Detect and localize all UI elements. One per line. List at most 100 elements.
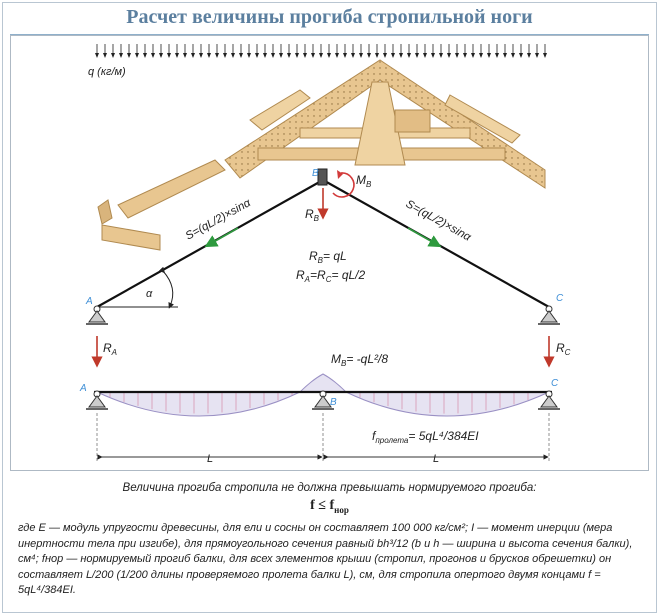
load-arrow-head bbox=[127, 53, 131, 58]
load-arrow-head bbox=[319, 53, 323, 58]
load-arrow-head bbox=[495, 53, 499, 58]
load-arrow-head bbox=[383, 53, 387, 58]
load-arrow-head bbox=[367, 53, 371, 58]
footnote-text: где E — модуль упругости древесины, для … bbox=[18, 522, 633, 596]
beam-support-c bbox=[538, 390, 560, 410]
load-arrow-head bbox=[471, 53, 475, 58]
point-c-label: C bbox=[556, 293, 564, 304]
force-left-arrow bbox=[204, 227, 239, 248]
reaction-a-label: RA bbox=[103, 341, 117, 357]
beam-support-a bbox=[86, 390, 108, 410]
load-arrow-head bbox=[255, 53, 259, 58]
load-arrow-head bbox=[167, 53, 171, 58]
title-divider bbox=[10, 34, 649, 35]
load-arrow-head bbox=[135, 53, 139, 58]
roof-truss-illustration bbox=[97, 59, 546, 251]
rafter-diagram: q (кг/м) B MB RB RB= qL RA=RC= qL/2 S=(q… bbox=[79, 44, 571, 465]
load-arrow-head bbox=[175, 53, 179, 58]
load-arrow-head bbox=[351, 53, 355, 58]
moment-arrow-head bbox=[337, 170, 343, 179]
equation-ra-rc: RA=RC= qL/2 bbox=[296, 268, 366, 284]
load-arrow-head bbox=[303, 53, 307, 58]
load-arrow-head bbox=[455, 53, 459, 58]
formula-subscript: нор bbox=[334, 504, 349, 515]
load-arrow-head bbox=[311, 53, 315, 58]
load-arrow-head bbox=[535, 53, 539, 58]
load-arrow-head bbox=[415, 53, 419, 58]
load-arrow-head bbox=[479, 53, 483, 58]
load-arrow-head bbox=[231, 53, 235, 58]
span-left-label: L bbox=[207, 453, 213, 465]
load-arrow-head bbox=[519, 53, 523, 58]
beam-point-a-label: A bbox=[79, 383, 87, 394]
load-arrow-head bbox=[511, 53, 515, 58]
load-arrow-head bbox=[287, 53, 291, 58]
load-arrow-head bbox=[327, 53, 331, 58]
load-arrow-head bbox=[215, 53, 219, 58]
equation-rb: RB= qL bbox=[309, 249, 347, 265]
load-arrow-head bbox=[159, 53, 163, 58]
load-arrow-head bbox=[399, 53, 403, 58]
load-arrow-head bbox=[375, 53, 379, 58]
load-arrow-head bbox=[151, 53, 155, 58]
point-b-label: B bbox=[312, 168, 319, 179]
load-arrow-head bbox=[407, 53, 411, 58]
reaction-c-label: RC bbox=[556, 341, 571, 357]
load-arrow-head bbox=[543, 53, 547, 58]
limit-formula: f ≤ fнор bbox=[0, 498, 659, 515]
diagram-frame bbox=[10, 35, 649, 471]
load-arrow-head bbox=[359, 53, 363, 58]
load-arrow-head bbox=[431, 53, 435, 58]
distributed-load-arrows bbox=[95, 44, 547, 58]
load-arrow-head bbox=[207, 53, 211, 58]
load-arrow-head bbox=[527, 53, 531, 58]
load-arrow-head bbox=[199, 53, 203, 58]
angle-label: α bbox=[146, 288, 153, 300]
load-arrow-head bbox=[143, 53, 147, 58]
load-arrow-head bbox=[119, 53, 123, 58]
load-arrow-head bbox=[95, 53, 99, 58]
load-arrow-head bbox=[103, 53, 107, 58]
support-a bbox=[86, 305, 108, 325]
force-left-label: S=(qL/2)×sinα bbox=[184, 197, 254, 243]
span-dimensions bbox=[96, 413, 550, 462]
load-arrow-head bbox=[335, 53, 339, 58]
load-arrow-head bbox=[503, 53, 507, 58]
ridge-support bbox=[317, 168, 328, 186]
load-arrow-head bbox=[111, 53, 115, 58]
load-label: q (кг/м) bbox=[88, 66, 126, 78]
load-arrow-head bbox=[191, 53, 195, 58]
beam-point-c-label: C bbox=[551, 378, 559, 389]
load-arrow-head bbox=[463, 53, 467, 58]
moment-bottom-label: MB= -qL²/8 bbox=[331, 352, 388, 368]
load-arrow-head bbox=[223, 53, 227, 58]
beam-support-b bbox=[312, 390, 334, 410]
load-arrow-head bbox=[279, 53, 283, 58]
load-arrow-head bbox=[271, 53, 275, 58]
load-arrow-head bbox=[439, 53, 443, 58]
beam-point-b-label: B bbox=[330, 397, 337, 408]
load-arrow-head bbox=[239, 53, 243, 58]
load-arrow-head bbox=[183, 53, 187, 58]
point-a-label: A bbox=[85, 296, 93, 307]
reaction-b-label: RB bbox=[305, 207, 320, 223]
load-arrow-head bbox=[343, 53, 347, 58]
angle-arc bbox=[158, 266, 174, 309]
moment-arrow bbox=[332, 172, 355, 198]
force-right-arrow bbox=[407, 227, 442, 248]
span-right-label: L bbox=[433, 453, 439, 465]
limit-note: Величина прогиба стропила не должна прев… bbox=[122, 482, 537, 494]
deflection-label: fпролета= 5qL⁴/384EI bbox=[372, 429, 479, 445]
load-arrow-head bbox=[423, 53, 427, 58]
support-c bbox=[538, 305, 560, 325]
moment-top-label: MB bbox=[356, 173, 372, 189]
load-arrow-head bbox=[487, 53, 491, 58]
load-arrow-head bbox=[391, 53, 395, 58]
load-arrow-head bbox=[295, 53, 299, 58]
page-title: Расчет величины прогиба стропильной ноги bbox=[126, 6, 533, 28]
load-arrow-head bbox=[247, 53, 251, 58]
force-right-label: S=(qL/2)×sinα bbox=[404, 198, 474, 244]
load-arrow-head bbox=[263, 53, 267, 58]
load-arrow-head bbox=[447, 53, 451, 58]
